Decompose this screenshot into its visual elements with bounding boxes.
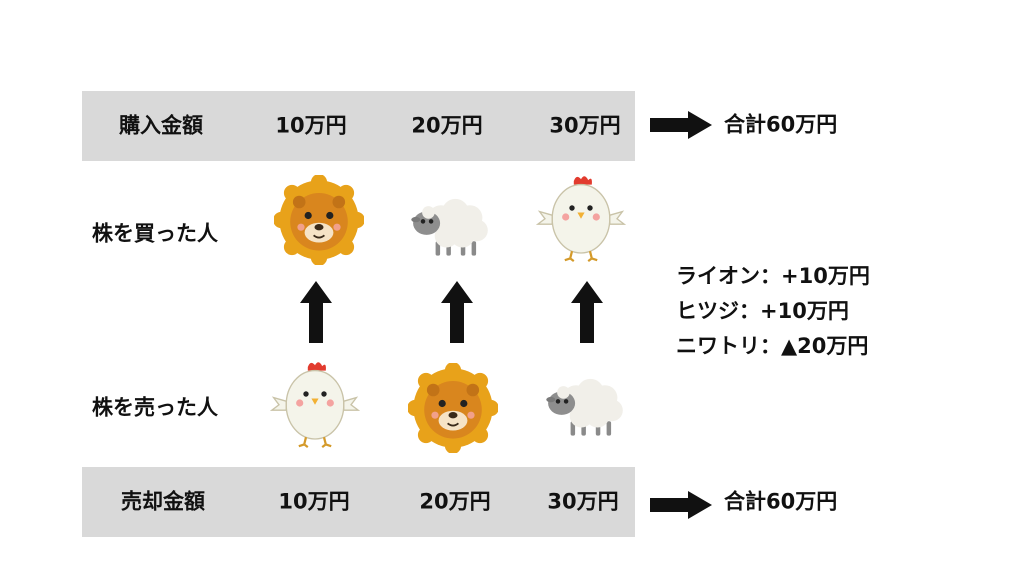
up-arrow-icon (441, 281, 473, 343)
sale-band (82, 467, 635, 537)
sellers-label: 株を売った人 (92, 395, 218, 420)
up-arrow-icon (300, 281, 332, 343)
purchase-total: 合計60万円 (724, 112, 838, 137)
purchase-amount-2: 20万円 (411, 113, 483, 138)
up-arrow-icon (571, 281, 603, 343)
sale-amount-2: 20万円 (419, 489, 491, 514)
result-lion: ライオン：+10万円 (676, 264, 870, 288)
sheep-icon (411, 198, 488, 256)
buyers-label: 株を買った人 (92, 221, 218, 246)
result-sheep: ヒツジ：+10万円 (676, 299, 849, 323)
purchase-amount-3: 30万円 (549, 113, 621, 138)
purchase-amount-1: 10万円 (275, 113, 347, 138)
sale-total: 合計60万円 (724, 489, 838, 514)
sale-amount-3: 30万円 (547, 489, 619, 514)
right-arrow-icon (650, 111, 712, 139)
sale-amount-1: 10万円 (278, 489, 350, 514)
sale-label: 売却金額 (121, 489, 205, 514)
right-arrow-icon (650, 491, 712, 519)
sheep-icon (546, 378, 623, 436)
purchase-label: 購入金額 (119, 113, 203, 138)
chicken-icon (536, 176, 626, 262)
chicken-icon (270, 362, 360, 448)
purchase-band (82, 91, 635, 161)
lion-icon (274, 175, 364, 265)
result-chicken: ニワトリ：▲20万円 (676, 334, 869, 358)
lion-icon (408, 363, 498, 453)
